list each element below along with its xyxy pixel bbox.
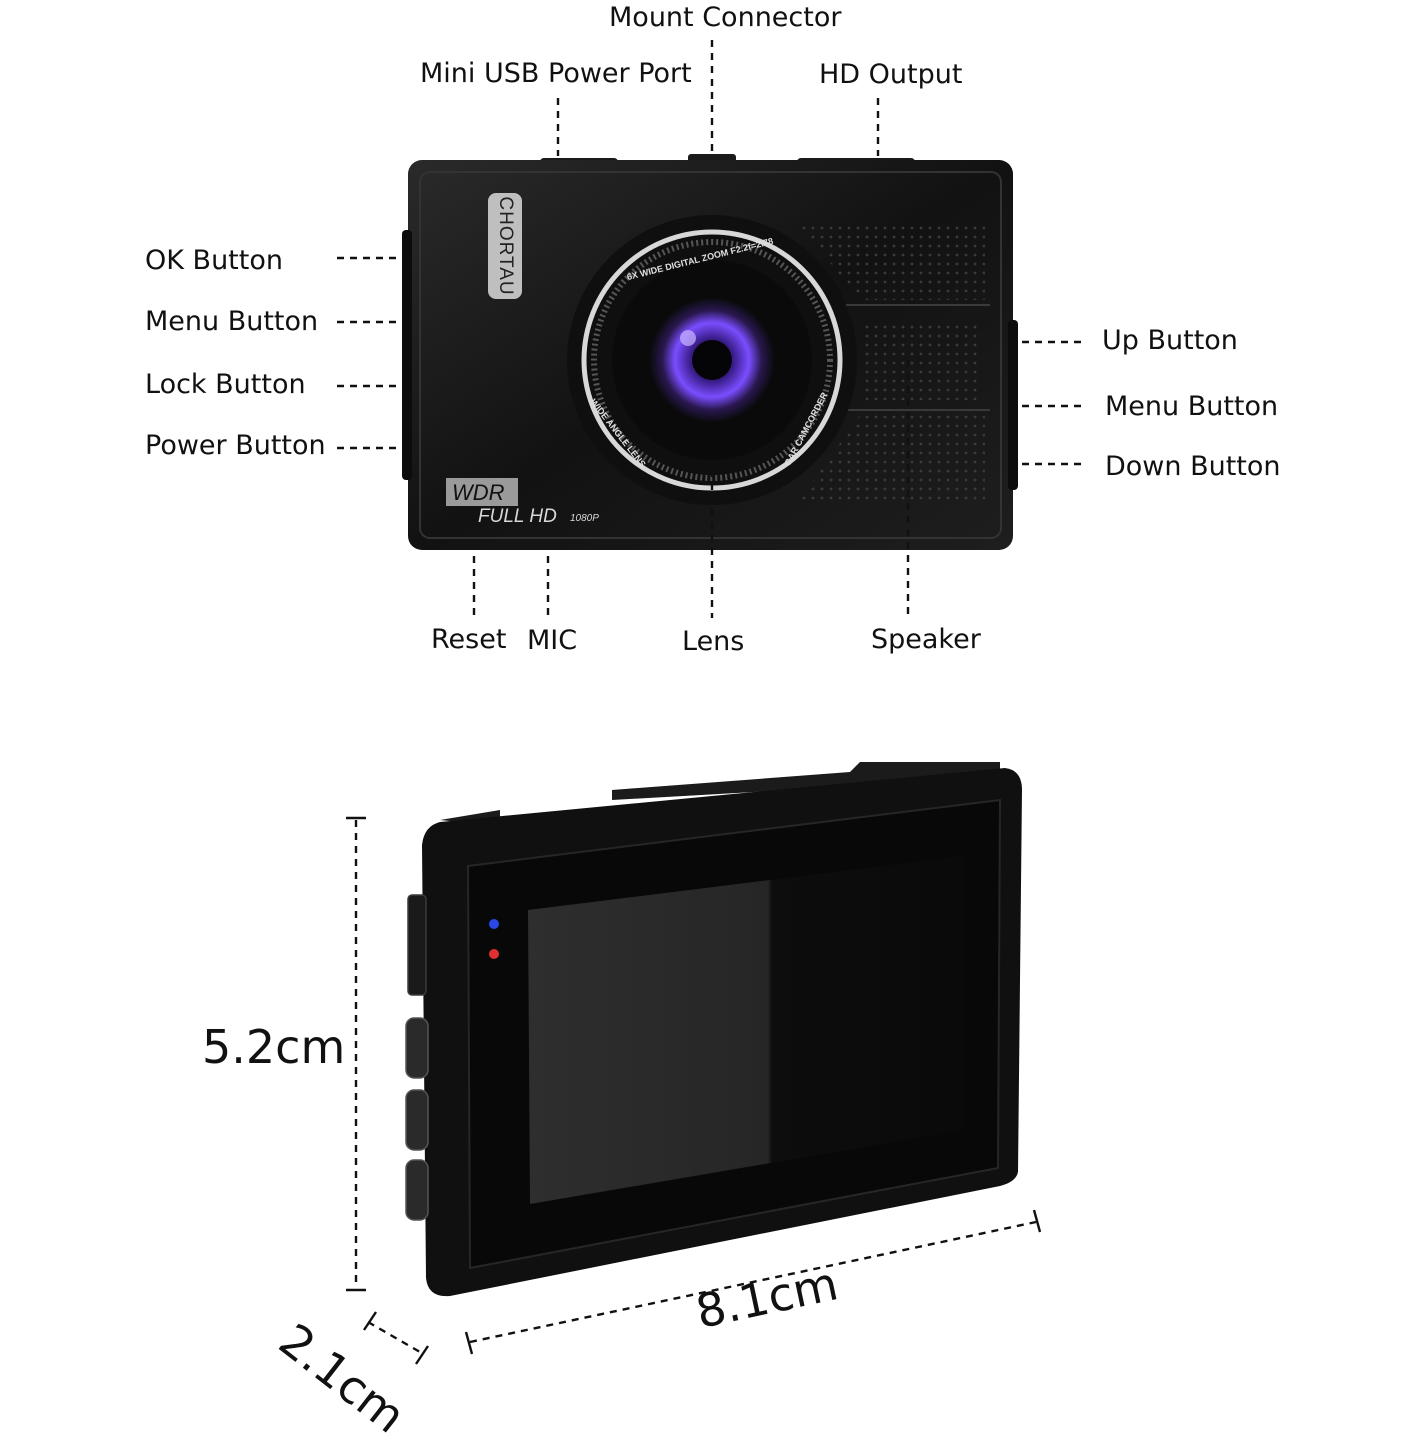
side-button-down xyxy=(406,1160,428,1220)
side-button-menu xyxy=(406,1090,428,1150)
label-power-button: Power Button xyxy=(145,432,326,459)
label-down-button: Down Button xyxy=(1105,453,1281,480)
resolution-text: 1080P xyxy=(570,513,599,524)
label-lock-button: Lock Button xyxy=(145,371,306,398)
label-mini-usb-power-port: Mini USB Power Port xyxy=(420,60,692,87)
left-button-strip xyxy=(402,230,412,480)
label-ok-button: OK Button xyxy=(145,247,283,274)
led-blue xyxy=(489,919,499,929)
label-speaker: Speaker xyxy=(871,626,981,653)
side-button-up xyxy=(406,1018,428,1078)
label-menu-button-right: Menu Button xyxy=(1105,393,1278,420)
dimension-height: 5.2cm xyxy=(202,1024,345,1070)
brand-text: CHORTAU xyxy=(494,196,516,295)
label-menu-button-left: Menu Button xyxy=(145,308,318,335)
led-red xyxy=(489,949,499,959)
label-mic: MIC xyxy=(527,627,577,654)
label-up-button: Up Button xyxy=(1102,327,1238,354)
label-reset: Reset xyxy=(431,626,506,653)
rear-view xyxy=(406,762,1022,1296)
label-hd-output: HD Output xyxy=(819,61,962,88)
wdr-text: WDR xyxy=(452,480,505,506)
full-hd-text: FULL HD xyxy=(478,506,557,528)
sd-card-slot xyxy=(408,895,426,995)
label-lens: Lens xyxy=(682,628,744,655)
right-button-strip xyxy=(1008,320,1018,490)
label-mount-connector: Mount Connector xyxy=(609,4,841,31)
